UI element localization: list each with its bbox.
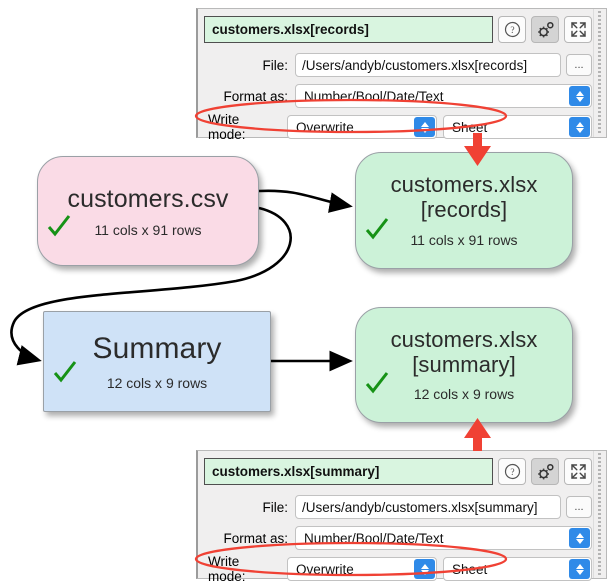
check-icon — [365, 218, 389, 240]
help-button[interactable]: ? — [498, 458, 526, 485]
node-subtitle: 11 cols x 91 rows — [94, 221, 202, 238]
write-mode-select[interactable]: Overwrite — [287, 557, 437, 581]
settings-button[interactable] — [531, 458, 559, 485]
sheet-select[interactable]: Sheet — [443, 115, 592, 139]
question-mark-icon: ? — [504, 463, 520, 480]
format-label: Format as: — [223, 530, 288, 546]
write-mode-label: Write mode: — [208, 112, 246, 142]
file-row: File: /Users/andyb/customers.xlsx[summar… — [204, 495, 592, 519]
expand-arrows-icon — [570, 22, 586, 37]
graph-node-customers-xlsx-summary[interactable]: customers.xlsx [summary] 12 cols x 9 row… — [355, 307, 573, 423]
panel-title-field[interactable]: customers.xlsx[summary] — [204, 458, 493, 485]
format-row: Format as: Number/Bool/Date/Text — [204, 84, 592, 108]
panel-header: customers.xlsx[records] ? — [204, 16, 592, 43]
write-mode-value: Overwrite — [296, 561, 354, 577]
expand-button[interactable] — [564, 16, 592, 43]
format-value: Number/Bool/Date/Text — [304, 530, 444, 546]
node-subtitle: 12 cols x 9 rows — [413, 386, 515, 403]
check-icon — [53, 361, 77, 383]
question-mark-icon: ? — [504, 21, 520, 38]
svg-text:?: ? — [510, 468, 514, 478]
stepper-icon[interactable] — [569, 86, 590, 106]
write-mode-row: Write mode: Overwrite Sheet — [204, 112, 592, 142]
node-title: Summary — [92, 332, 222, 366]
settings-panel-summary: customers.xlsx[summary] ? — [196, 450, 607, 584]
graph-node-customers-csv[interactable]: customers.csv 11 cols x 91 rows — [37, 156, 259, 266]
browse-button[interactable]: ... — [566, 496, 592, 518]
panel-title-field[interactable]: customers.xlsx[records] — [204, 16, 493, 43]
check-icon — [365, 372, 389, 394]
expand-arrows-icon — [570, 464, 586, 479]
panel-scrollbar[interactable] — [593, 9, 606, 137]
node-title: customers.csv — [67, 184, 229, 213]
node-subtitle: 12 cols x 9 rows — [106, 374, 208, 391]
format-value: Number/Bool/Date/Text — [304, 88, 444, 104]
node-title: customers.xlsx [summary] — [390, 326, 538, 377]
file-label: File: — [262, 499, 288, 515]
graph-node-summary[interactable]: Summary 12 cols x 9 rows — [43, 311, 271, 412]
stepper-icon[interactable] — [569, 559, 590, 579]
write-mode-value: Overwrite — [296, 119, 354, 135]
check-icon — [47, 215, 71, 237]
file-row: File: /Users/andyb/customers.xlsx[record… — [204, 53, 592, 77]
format-select[interactable]: Number/Bool/Date/Text — [295, 526, 592, 550]
file-path-input[interactable]: /Users/andyb/customers.xlsx[summary] — [295, 495, 561, 519]
edge-csv-to-records — [258, 189, 353, 213]
settings-button[interactable] — [531, 16, 559, 43]
panel-scrollbar[interactable] — [593, 451, 606, 578]
settings-panel-records: customers.xlsx[records] ? — [196, 8, 607, 142]
write-mode-select[interactable]: Overwrite — [287, 115, 437, 139]
panel-header: customers.xlsx[summary] ? — [204, 458, 592, 485]
gear-icon — [537, 463, 554, 479]
write-mode-row: Write mode: Overwrite Sheet — [204, 554, 592, 584]
svg-text:?: ? — [510, 26, 514, 36]
stepper-icon[interactable] — [569, 528, 590, 548]
stepper-icon[interactable] — [414, 117, 435, 137]
sheet-value: Sheet — [452, 119, 488, 135]
gear-icon — [537, 21, 554, 37]
node-title: customers.xlsx [records] — [390, 172, 538, 222]
format-row: Format as: Number/Bool/Date/Text — [204, 526, 592, 550]
graph-node-customers-xlsx-records[interactable]: customers.xlsx [records] 11 cols x 91 ro… — [355, 152, 573, 269]
file-path-input[interactable]: /Users/andyb/customers.xlsx[records] — [295, 53, 561, 77]
format-select[interactable]: Number/Bool/Date/Text — [295, 84, 592, 108]
sheet-value: Sheet — [452, 561, 488, 577]
write-mode-label: Write mode: — [208, 554, 246, 584]
browse-button[interactable]: ... — [566, 54, 592, 76]
sheet-select[interactable]: Sheet — [443, 557, 592, 581]
format-label: Format as: — [223, 88, 288, 104]
stepper-icon[interactable] — [414, 559, 435, 579]
node-subtitle: 11 cols x 91 rows — [410, 231, 518, 248]
stepper-icon[interactable] — [569, 117, 590, 137]
expand-button[interactable] — [564, 458, 592, 485]
help-button[interactable]: ? — [498, 16, 526, 43]
file-label: File: — [262, 57, 288, 73]
